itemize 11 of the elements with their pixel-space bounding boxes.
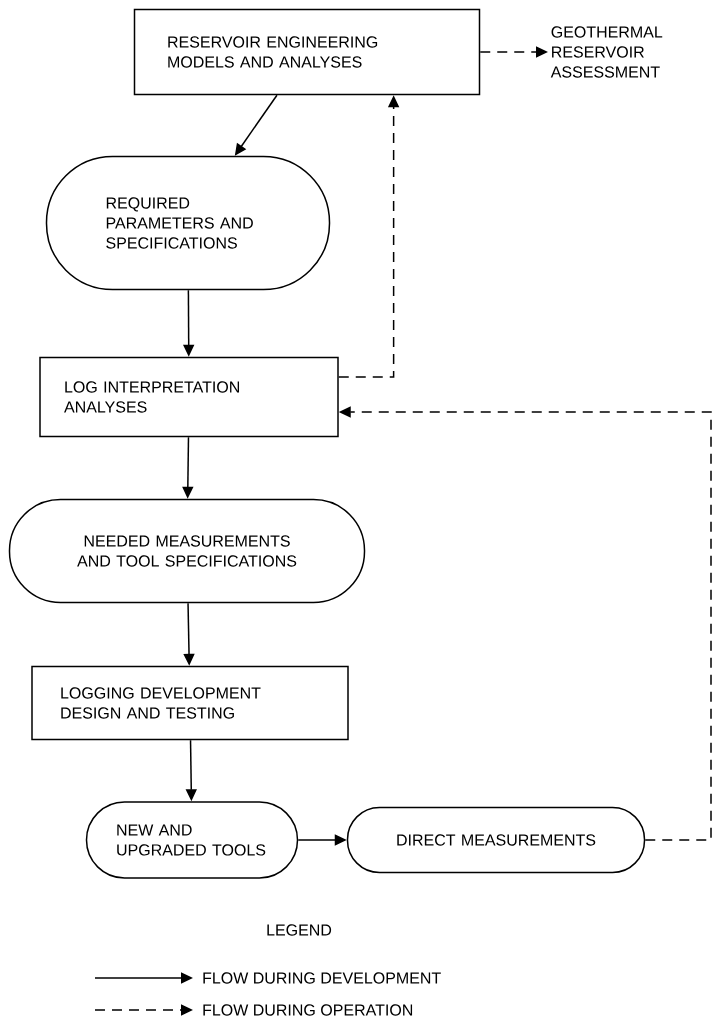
rounded-box: DIRECT MEASUREMENTS [346, 806, 646, 874]
rounded-box: REQUIRED PARAMETERS AND SPECIFICATIONS [45, 155, 331, 291]
rounded-box: NEW AND UPGRADED TOOLS [85, 801, 299, 879]
rounded-box: NEEDED MEASUREMENTS AND TOOL SPECIFICATIONS [8, 498, 366, 604]
legend-text: FLOW DURING OPERATION [203, 1004, 413, 1016]
process-box: RESERVOIR ENGINEERING MODELS AND ANALYSES [133, 8, 481, 96]
legend-text: FLOW DURING DEVELOPMENT [203, 972, 441, 984]
legend-title: LEGEND [267, 924, 332, 936]
outcome-text: GEOTHERMAL RESERVOIR ASSESSMENT [550, 26, 663, 78]
process-box: LOGGING DEVELOPMENT DESIGN AND TESTING [31, 665, 349, 741]
process-box: LOG INTERPRETATION ANALYSES [39, 356, 339, 438]
